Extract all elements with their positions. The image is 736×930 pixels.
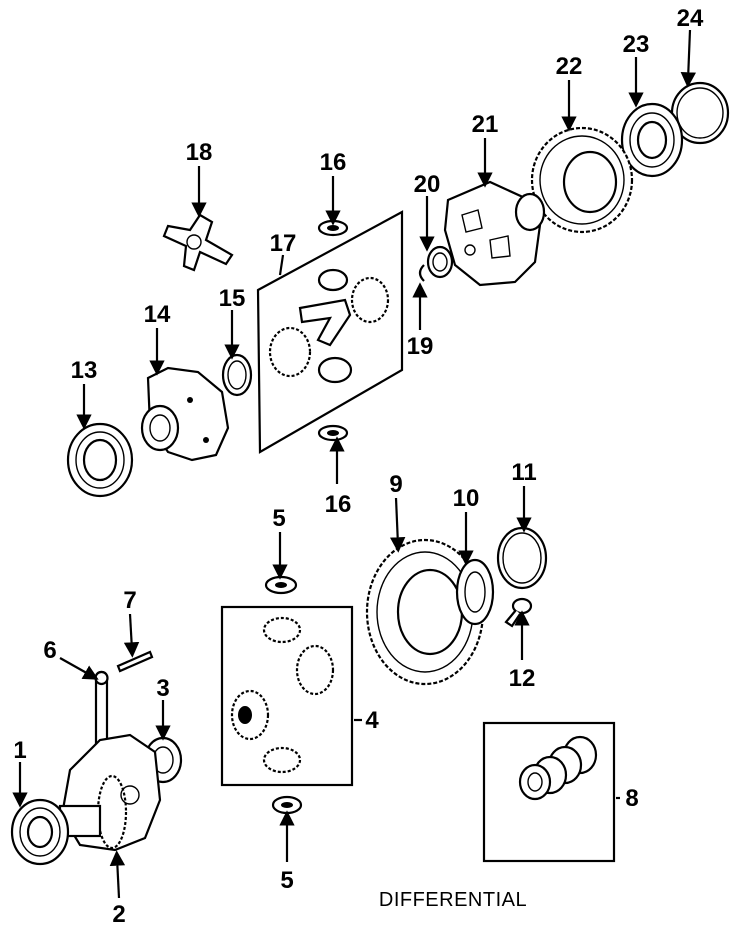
callout-14: 14: [144, 301, 171, 328]
part-13-seal: [66, 422, 134, 498]
callout-20: 20: [414, 171, 441, 198]
callout-19: 19: [407, 333, 434, 360]
part-16-washer-top: [317, 219, 349, 237]
callout-11: 11: [511, 459, 536, 486]
part-22-ring-gear: [530, 126, 634, 234]
part-14-housing: [140, 366, 230, 462]
callout-9: 9: [389, 471, 402, 498]
callout-10: 10: [453, 485, 480, 512]
part-15-o-ring: [221, 353, 253, 397]
callout-3: 3: [156, 675, 169, 702]
part-12-bolt: [504, 597, 533, 628]
part-1-bearing: [10, 798, 70, 866]
callout-6: 6: [43, 637, 56, 664]
callout-1: 1: [13, 737, 26, 764]
callout-7: 7: [123, 587, 136, 614]
part-5-washer-bottom: [271, 795, 303, 815]
part-5-washer-top: [264, 575, 298, 595]
callout-8: 8: [625, 785, 638, 812]
part-16-washer-bottom: [317, 424, 349, 442]
part-7-pin: [116, 650, 154, 673]
callout-23: 23: [623, 31, 650, 58]
callout-17: 17: [270, 230, 297, 257]
callout-5-bottom: 5: [280, 867, 293, 894]
callout-16-bottom: 16: [325, 491, 352, 518]
part-8-spring-box: [482, 721, 616, 863]
leader-lines: [12, 29, 697, 899]
callout-5-top: 5: [272, 505, 285, 532]
callout-2: 2: [112, 901, 125, 928]
callout-13: 13: [71, 357, 98, 384]
part-19-clip: [418, 264, 425, 282]
part-4-gear-kit-box: [220, 605, 354, 787]
part-21-differential-case: [443, 180, 546, 287]
callout-21: 21: [472, 111, 499, 138]
diagram-title: DIFFERENTIAL: [379, 889, 527, 911]
part-18-spider: [162, 213, 234, 272]
callout-15: 15: [219, 285, 246, 312]
part-20-washer: [426, 245, 454, 279]
part-10-bearing: [455, 558, 495, 626]
callout-18: 18: [186, 139, 213, 166]
callout-labels: 1 2 3 4 5 5 6 7 8 9 10 11 12 13 14 15 16…: [13, 5, 704, 928]
callout-12: 12: [509, 665, 536, 692]
part-17-gear-set-box: [256, 210, 404, 454]
part-23-bearing: [620, 102, 684, 178]
part-2-carrier: [58, 733, 162, 852]
part-11-snap-ring: [496, 526, 548, 590]
callout-22: 22: [556, 53, 583, 80]
callout-24: 24: [677, 5, 704, 32]
callout-16-b: 16: [320, 149, 347, 176]
callout-4: 4: [365, 707, 379, 734]
part-9-ring-gear: [365, 538, 485, 686]
